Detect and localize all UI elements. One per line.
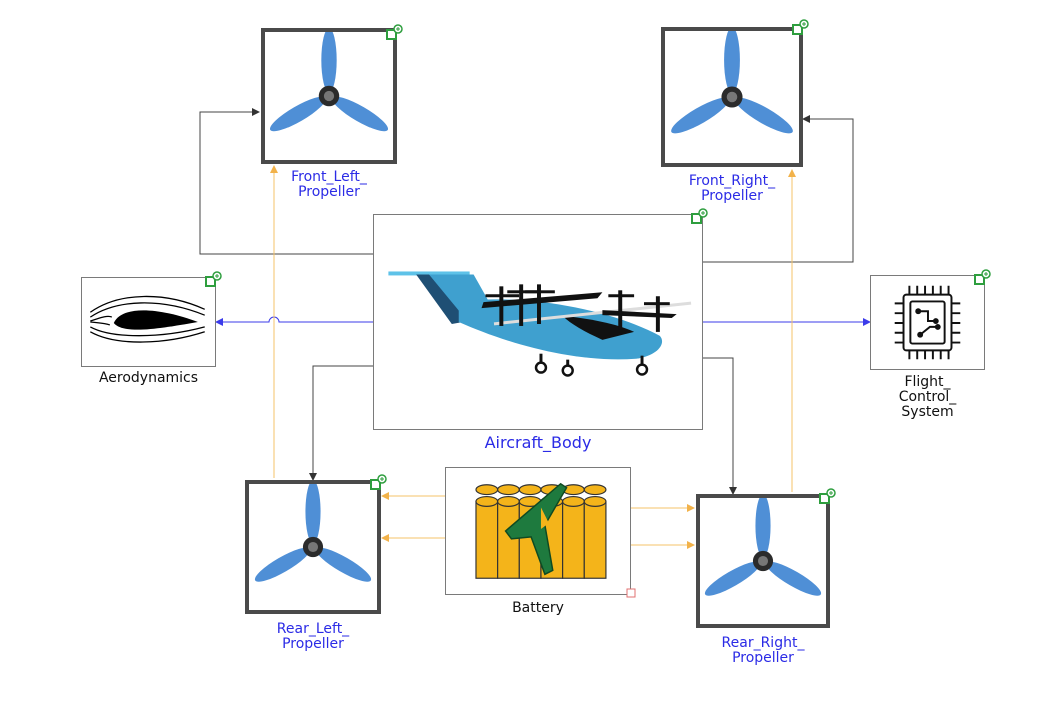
propeller-icon (269, 32, 389, 132)
subsystem-link-icon[interactable] (973, 269, 991, 287)
propeller-icon (254, 484, 372, 582)
battery-pack-icon (475, 482, 607, 579)
rear-left-propeller-label: Rear_Left_ Propeller (276, 621, 350, 652)
battery-block[interactable] (445, 467, 631, 595)
rear-left-propeller-block[interactable] (245, 480, 381, 614)
aerodynamics-label: Aerodynamics (98, 370, 199, 386)
resize-handle-icon[interactable] (626, 588, 636, 598)
aerodynamics-block[interactable] (81, 277, 216, 367)
propeller-icon (704, 498, 822, 596)
link-body-to-rear-left (309, 365, 373, 481)
rear-right-propeller-block[interactable] (696, 494, 830, 628)
flight-control-system-label: Flight_ Control_ System (898, 374, 957, 420)
circuit-chip-icon (894, 285, 961, 360)
evtol-aircraft-icon (388, 271, 692, 377)
subsystem-link-icon[interactable] (204, 271, 222, 289)
front-right-propeller-block[interactable] (661, 27, 803, 167)
propeller-icon (671, 31, 793, 134)
battery-label: Battery (512, 600, 564, 616)
subsystem-link-icon[interactable] (791, 19, 809, 37)
link-body-to-aerodynamics (215, 316, 373, 326)
link-body-to-front-right (703, 115, 854, 263)
subsystem-link-icon[interactable] (690, 208, 708, 226)
link-body-to-front-left (199, 108, 373, 255)
front-left-propeller-block[interactable] (261, 28, 397, 164)
front-right-propeller-label: Front_Right_ Propeller (688, 173, 776, 204)
front-left-propeller-label: Front_Left_ Propeller (291, 169, 367, 200)
subsystem-link-icon[interactable] (385, 24, 403, 42)
subsystem-link-icon[interactable] (369, 474, 387, 492)
rear-right-propeller-label: Rear_Right_ Propeller (721, 635, 805, 666)
flight-control-system-block[interactable] (870, 275, 985, 370)
airfoil-icon (89, 295, 205, 343)
aircraft-body-block[interactable] (373, 214, 703, 430)
link-body-to-rear-right (703, 357, 737, 495)
aircraft-body-label: Aircraft_Body (484, 433, 592, 452)
subsystem-link-icon[interactable] (818, 488, 836, 506)
